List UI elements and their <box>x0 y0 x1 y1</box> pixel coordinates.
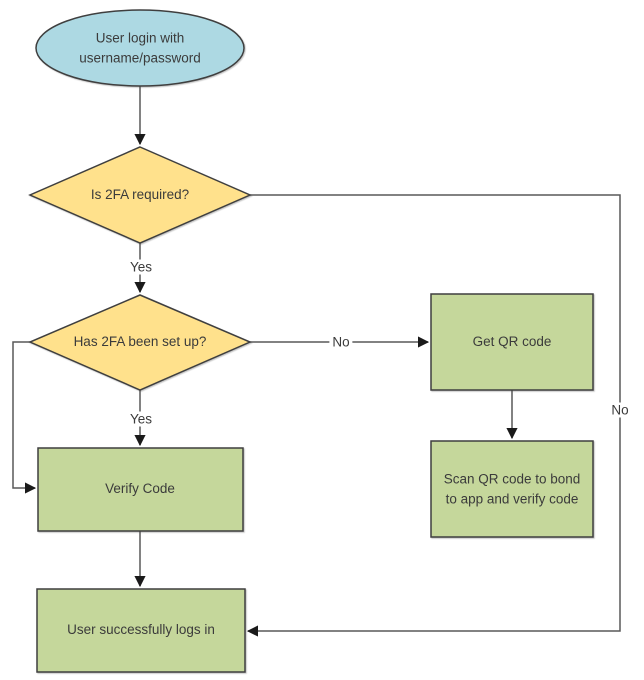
process-success <box>36 588 246 673</box>
process-verify-code <box>37 447 244 532</box>
process-get-qr-code-label: Get QR code <box>472 334 552 350</box>
start-ellipse <box>35 9 245 87</box>
process-scan-qr-code <box>430 440 594 538</box>
edge-label-required-no: No <box>608 402 632 418</box>
decision-has-2fa-setup-label: Has 2FA been set up? <box>73 334 207 350</box>
start-label: User login with username/password <box>79 30 201 65</box>
edge-setup-loop-to-verify <box>12 341 37 494</box>
edge-label-setup-no: No <box>329 334 353 350</box>
process-verify-code-label: Verify Code <box>105 481 175 497</box>
edge-label-required-yes: Yes <box>126 259 156 275</box>
process-success-label: User successfully logs in <box>67 622 215 638</box>
decision-is-2fa-required-label: Is 2FA required? <box>90 187 190 203</box>
edge-required-no <box>246 194 621 637</box>
process-get-qr-code <box>430 293 594 391</box>
decision-is-2fa-required <box>28 146 252 244</box>
edge-label-setup-yes: Yes <box>126 411 156 427</box>
process-scan-qr-code-label: Scan QR code to bond to app and verify c… <box>443 471 581 506</box>
decision-has-2fa-setup <box>28 294 252 391</box>
